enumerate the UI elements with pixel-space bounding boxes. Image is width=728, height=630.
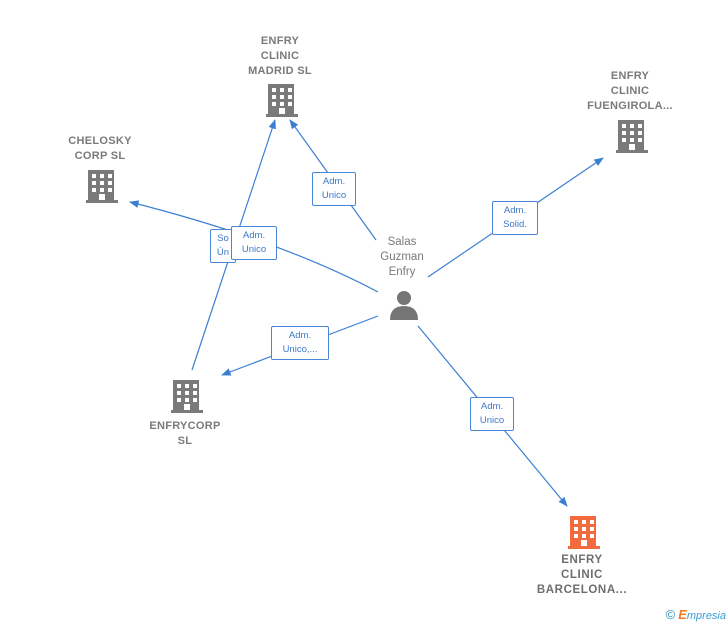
node-label-chelosky[interactable]: CHELOSKY CORP SL bbox=[68, 135, 132, 162]
node-label-fuengirola[interactable]: ENFRY CLINIC FUENGIROLA... bbox=[587, 70, 673, 112]
brand-e: E bbox=[678, 607, 687, 622]
building-icon bbox=[266, 84, 298, 117]
person-label[interactable]: Salas Guzman Enfry bbox=[380, 236, 424, 278]
node-label-enfrycorp[interactable]: ENFRYCORP SL bbox=[149, 420, 221, 447]
building-icon-highlight bbox=[568, 516, 600, 549]
edge-label-enfrycorp: Adm. Unico,... bbox=[271, 326, 329, 360]
edge-label-fuengirola: Adm. Solid. bbox=[492, 201, 538, 235]
edge-label-enfrycorp-madrid: Adm. Unico bbox=[231, 226, 277, 260]
empresia-watermark: © Empresia bbox=[666, 607, 726, 622]
building-icon bbox=[616, 120, 648, 153]
person-icon bbox=[390, 291, 418, 320]
building-icon bbox=[171, 380, 203, 413]
node-label-madrid[interactable]: ENFRY CLINIC MADRID SL bbox=[248, 35, 312, 77]
edge-label-madrid: Adm. Unico bbox=[312, 172, 356, 206]
building-icon bbox=[86, 170, 118, 203]
edge-label-barcelona: Adm. Unico bbox=[470, 397, 514, 431]
copyright-icon: © bbox=[665, 607, 676, 622]
node-label-barcelona[interactable]: ENFRY CLINIC BARCELONA... bbox=[536, 554, 628, 596]
brand-name: mpresia bbox=[686, 610, 726, 622]
